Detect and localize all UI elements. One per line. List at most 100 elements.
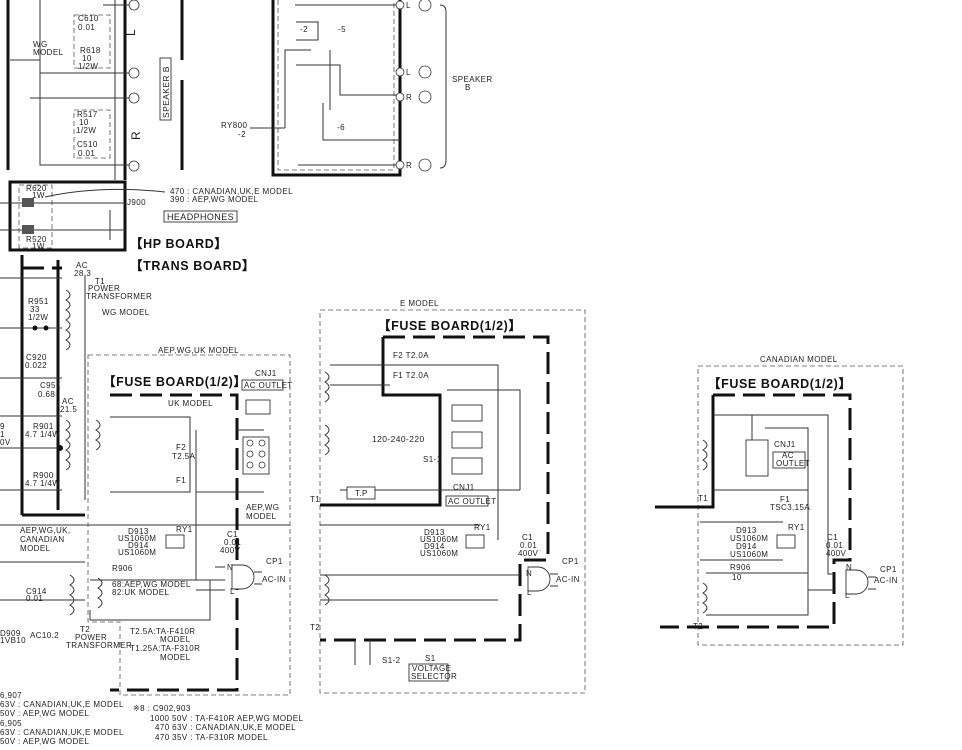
ac-21-value: 21.5: [60, 405, 77, 414]
aep-region-label: AEP,WG,UK MODEL: [158, 346, 239, 355]
relay-contact-6: -6: [337, 123, 345, 132]
speaker-b-vertical-label: SPEAKER B: [161, 66, 171, 118]
t1-label-canadian: T1: [698, 494, 708, 503]
cnj1-label-aep: CNJ1: [255, 369, 277, 378]
c1-label-aep: C1: [227, 530, 238, 539]
partial-label-3: 0V: [0, 438, 11, 447]
partial-label-1: 9: [0, 422, 5, 431]
r517-value: 10: [79, 118, 89, 127]
aep-wg-note: AEP,WG: [246, 503, 279, 512]
hp-resistor-note-1: 470 : CANADIAN,UK,E MODEL: [170, 187, 293, 196]
r951-label: R951: [28, 297, 49, 306]
note-c902-1: ※8 : C902,903: [133, 704, 191, 713]
d914-part-canadian: US1060M: [730, 550, 768, 559]
t1-label: T1: [95, 277, 105, 286]
speaker-b-section: C610 0.01 WG MODEL R618 10 1/2W R517 10 …: [6, 0, 184, 180]
c951-value: 0.68: [38, 390, 55, 399]
f1-label-canadian: F1: [780, 495, 790, 504]
ac-28-value: 28.3: [74, 269, 91, 278]
trans-board-title: 【TRANS BOARD】: [130, 258, 255, 273]
l-terminal-canadian: L: [845, 591, 850, 600]
c610-value: 0.01: [78, 23, 95, 32]
ry1-label-aep: RY1: [176, 525, 193, 534]
c951-label: C951: [40, 381, 61, 390]
terminal-r-minus: R: [406, 93, 412, 102]
r906-label-aep: R906: [112, 564, 133, 573]
note-c902-4: 470 35V : TA-F310R MODEL: [155, 733, 268, 742]
f2-label-aep: F2: [176, 443, 186, 452]
f2-rating-aep: T2.5A: [172, 452, 196, 461]
ry1-label-canadian: RY1: [788, 523, 805, 532]
partial-label-2: 1: [0, 430, 5, 439]
d909-value: 1VB10: [0, 636, 26, 645]
d914-part-aep: US1060M: [118, 548, 156, 557]
ac-21-label: AC: [62, 397, 74, 406]
speaker-b-label: SPEAKER: [452, 75, 493, 84]
d914-label-e: D914: [424, 542, 445, 551]
s1-label: S1: [425, 654, 436, 663]
c1-voltage-e: 400V: [518, 549, 539, 558]
f1-label-e: F1 T2.0A: [393, 371, 429, 380]
fuse-note-2: MODEL: [160, 635, 191, 644]
c920-value: 0.022: [25, 361, 47, 370]
t1-desc-2: TRANSFORMER: [86, 292, 152, 301]
model-note-2: CANADIAN: [20, 535, 65, 544]
voltage-selector-values: 120-240-220: [372, 434, 425, 444]
ac-in-label-canadian: AC-IN: [874, 576, 898, 585]
t2-desc-2: TRANSFORMER: [66, 641, 132, 650]
terminal-r-plus: R: [406, 161, 412, 170]
r520-value: 1W: [32, 242, 45, 251]
cnj1-label-e: CNJ1: [453, 483, 475, 492]
ry800-label: RY800: [221, 121, 247, 130]
e-region-label: E MODEL: [400, 299, 439, 308]
c1-value-aep: 0.01: [224, 538, 241, 547]
tp-label: T.P: [355, 489, 368, 498]
cp1-label-e: CP1: [562, 557, 579, 566]
d913-label-canadian: D913: [736, 526, 757, 535]
ry800-contact: -2: [238, 130, 246, 139]
r618-power: 1/2W: [78, 62, 98, 71]
c510-value: 0.01: [78, 149, 95, 158]
c1-value-e: 0.01: [520, 541, 537, 550]
trans-board: 【TRANS BOARD】 AC 28.3 T1 POWER TRANSFORM…: [0, 255, 290, 650]
d913-part-canadian: US1060M: [730, 534, 768, 543]
note-left-1: 6,907: [0, 691, 22, 700]
t1-label-e: T1: [310, 495, 320, 504]
terminal-l-plus: L: [406, 1, 411, 10]
d909-label: D909: [0, 629, 21, 638]
d914-label-canadian: D914: [736, 542, 757, 551]
r906-note-2: 82:UK MODEL: [112, 588, 169, 597]
wg-model-note: WG MODEL: [102, 308, 150, 317]
note-left-2: 63V : CANADIAN,UK,E MODEL: [0, 700, 124, 709]
wg-model-label-2: MODEL: [33, 48, 64, 57]
n-terminal-canadian: N: [846, 563, 852, 572]
t2-label-canadian: T2: [693, 622, 703, 631]
s1-2-label: S1-2: [382, 656, 401, 665]
aep-wg-note-2: MODEL: [246, 512, 277, 521]
wg-model-label: WG: [33, 40, 48, 49]
ry1-label-e: RY1: [474, 523, 491, 532]
r900-value: 4.7 1/4W: [25, 479, 60, 488]
hp-resistor-note-2: 390 : AEP,WG MODEL: [170, 195, 259, 204]
r901-label: R901: [33, 422, 54, 431]
r520-label: R520: [26, 235, 47, 244]
canadian-region-label: CANADIAN MODEL: [760, 355, 838, 364]
c510-label: C510: [77, 140, 98, 149]
fuse-note-1: T2.5A:TA-F410R: [130, 627, 195, 636]
c914-value: 0.01: [26, 594, 43, 603]
headphones-label: HEADPHONES: [167, 212, 234, 222]
c1-voltage-aep: 400V: [220, 546, 241, 555]
c610-label: C610: [78, 14, 99, 23]
fuse-board-title-canadian: 【FUSE BOARD(1/2)】: [708, 376, 852, 391]
voltage-selector-label: VOLTAGE: [412, 664, 451, 673]
r951-value: 33: [30, 305, 40, 314]
s1-1-label: S1-1: [423, 455, 442, 464]
r517-label: R517: [77, 110, 98, 119]
uk-model-note: UK MODEL: [168, 399, 213, 408]
voltage-selector-label-2: SELECTOR: [411, 672, 457, 681]
speaker-b-label-2: B: [465, 83, 471, 92]
ac-in-label-aep: AC-IN: [262, 575, 286, 584]
t1-desc: POWER: [88, 284, 120, 293]
d913-part-aep: US1060M: [118, 534, 156, 543]
